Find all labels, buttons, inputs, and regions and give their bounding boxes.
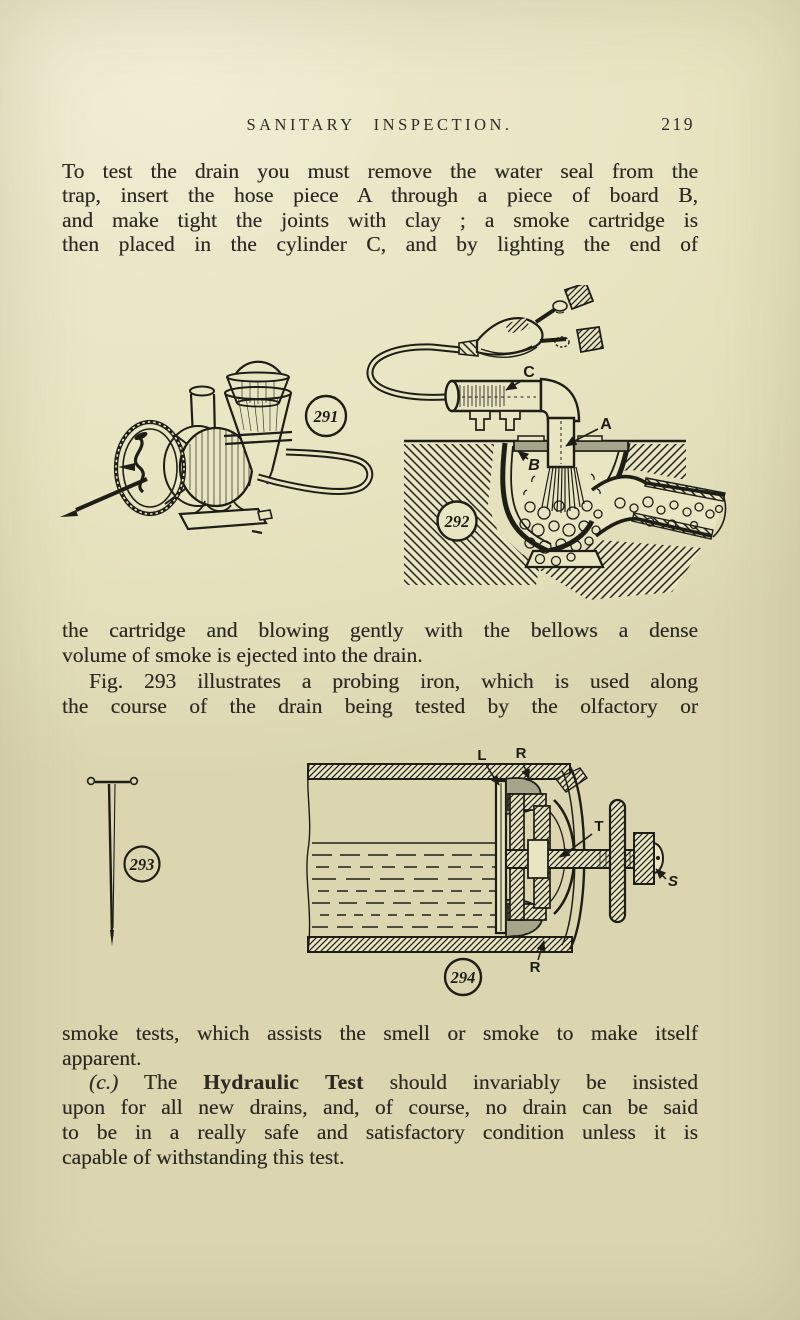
- label-r-bottom: R: [530, 959, 541, 976]
- label-b: B: [528, 457, 540, 474]
- illustration-probing-iron-and-drain-plug: 293: [86, 745, 678, 997]
- fig-292-number: 292: [444, 512, 470, 531]
- label-r-top: R: [516, 745, 527, 762]
- fig-291-circle: [304, 394, 348, 438]
- paragraph-smoke-test-setup: To test the drain you must remove the wa…: [62, 159, 698, 257]
- pipe-wall-bottom: [307, 936, 573, 953]
- smoke-bubbles: [519, 473, 724, 567]
- fig-292-drain-trap-smoke-test: C A B 292: [366, 285, 727, 600]
- text-line: capable of withstanding this test.: [62, 1144, 345, 1169]
- text-line: the cartridge and blowing gently with th…: [62, 618, 698, 642]
- text-run: The: [118, 1070, 204, 1095]
- text-run: should invariably be insisted: [363, 1070, 698, 1095]
- illustration-smoke-machine-and-trap: 291: [60, 285, 727, 600]
- text-line: volume of smoke is ejected into the drai…: [62, 643, 423, 668]
- cone-shading: [237, 395, 279, 433]
- text-line-hydraulic: (c.) The Hydraulic Test should invariabl…: [62, 1070, 698, 1095]
- label-s: S: [668, 873, 678, 890]
- text-line: then placed in the cylinder C, and by li…: [62, 232, 698, 257]
- text-line: Fig. 293 illustrates a probing iron, whi…: [89, 668, 698, 693]
- crank-handle: [133, 435, 145, 494]
- wing-bar: [608, 798, 627, 924]
- sleeve-cuff-lower: [575, 325, 605, 354]
- fig-293-probing-iron: 293: [86, 776, 161, 946]
- page-title: SANITARY INSPECTION.: [246, 115, 513, 134]
- pipe-break-edge: [306, 763, 311, 953]
- smoke-cartridge-cylinder: [450, 379, 543, 413]
- text-line: the course of the drain being tested by …: [62, 694, 698, 719]
- label-l: L: [477, 747, 486, 764]
- paragraph-smoke-ejected: the cartridge and blowing gently with th…: [62, 618, 698, 720]
- label-c: C: [523, 364, 535, 381]
- clause-letter: (c.): [89, 1070, 119, 1095]
- paragraph-hydraulic-test: smoke tests, which assists the smell or …: [62, 1021, 698, 1169]
- pipe-wall-top: [307, 763, 571, 780]
- text-line: to be in a really safe and satisfactory …: [62, 1119, 698, 1144]
- end-nut: [633, 832, 655, 885]
- label-t: T: [594, 818, 603, 835]
- sleeve-cuff-upper: [563, 285, 595, 311]
- text-line: To test the drain you must remove the wa…: [62, 159, 698, 183]
- fig-293-number: 293: [129, 855, 155, 874]
- drum-shading: [189, 428, 250, 506]
- pipe-break-edge: [712, 494, 727, 538]
- water: [312, 842, 498, 928]
- bellows-upper-handle: [534, 306, 559, 324]
- text-line: smoke tests, which assists the smell or …: [62, 1021, 698, 1045]
- hydraulic-test-term: Hydraulic Test: [203, 1070, 364, 1095]
- bellows: [458, 285, 605, 358]
- hand-lower: [554, 336, 570, 348]
- label-a: A: [600, 416, 612, 433]
- fig-291-smoke-machine: 291: [60, 360, 374, 535]
- fig-294-circle: [443, 957, 483, 997]
- text-line: and make tight the joints with clay ; a …: [62, 207, 698, 232]
- page-number: 219: [661, 114, 695, 134]
- text-line: trap, insert the hose piece A through a …: [62, 183, 698, 208]
- fig-294-drain-plug: L R T S R 294: [306, 745, 678, 997]
- smoke-jet: [541, 466, 585, 514]
- bellows-lower-handle: [539, 337, 567, 343]
- fig-293-circle: [123, 845, 161, 883]
- fig-291-number: 291: [313, 407, 339, 426]
- text-line: upon for all new drains, and, of course,…: [62, 1095, 698, 1120]
- text-line: apparent.: [62, 1045, 142, 1070]
- fig-292-circle: [436, 500, 478, 542]
- fig-294-number: 294: [450, 968, 476, 987]
